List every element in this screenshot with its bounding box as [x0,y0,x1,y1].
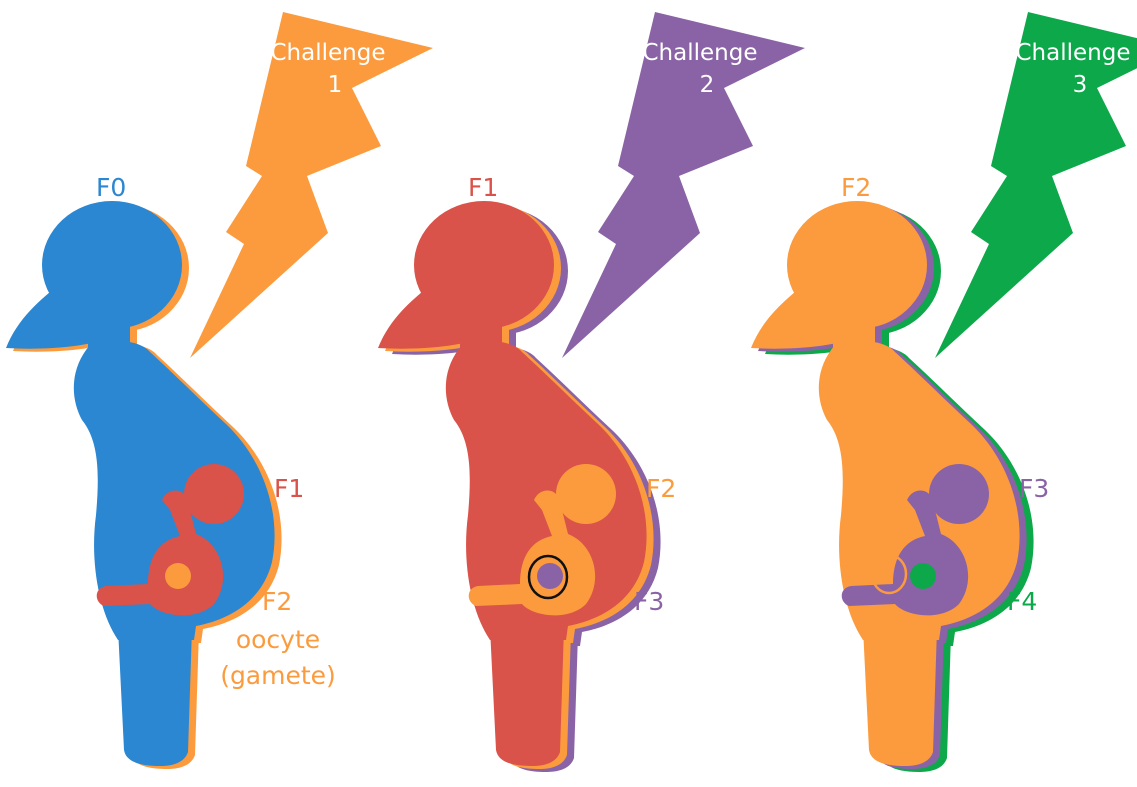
mother-label-3: F2 [841,173,871,202]
fetus-label-1: F1 [274,474,304,503]
germline-label-2: F3 [634,587,664,616]
fetus-head-1 [184,464,244,524]
germ-cell-1 [165,563,191,589]
challenge-bolt-1: Challenge 1 [190,12,433,358]
challenge-title-1: Challenge [271,40,386,66]
challenge-title-3: Challenge [1016,40,1131,66]
challenge-number-3: 3 [1073,72,1088,98]
fetus-label-3: F3 [1019,474,1049,503]
figures-layer [6,201,1034,772]
germ-cell-3 [910,563,936,589]
fetus-head-2 [556,464,616,524]
germline-label-1: F2 [262,587,292,616]
challenge-title-2: Challenge [643,40,758,66]
germline-label-3: F4 [1007,587,1037,616]
germ-cell-2 [537,563,563,589]
challenge-number-2: 2 [700,72,715,98]
fetus-label-2: F2 [646,474,676,503]
fetus-head-3 [929,464,989,524]
mother-label-2: F1 [468,173,498,202]
challenge-bolt-3: Challenge 3 [935,12,1137,358]
mother-label-1: F0 [96,173,126,202]
challenge-bolts-layer: Challenge 1 Challenge 2 Challenge 3 [190,12,1137,358]
challenge-number-1: 1 [328,72,343,98]
challenge-bolt-2: Challenge 2 [562,12,805,358]
oocyte-caption-line-2: (gamete) [220,661,336,690]
oocyte-caption-line-1: oocyte [236,625,320,654]
